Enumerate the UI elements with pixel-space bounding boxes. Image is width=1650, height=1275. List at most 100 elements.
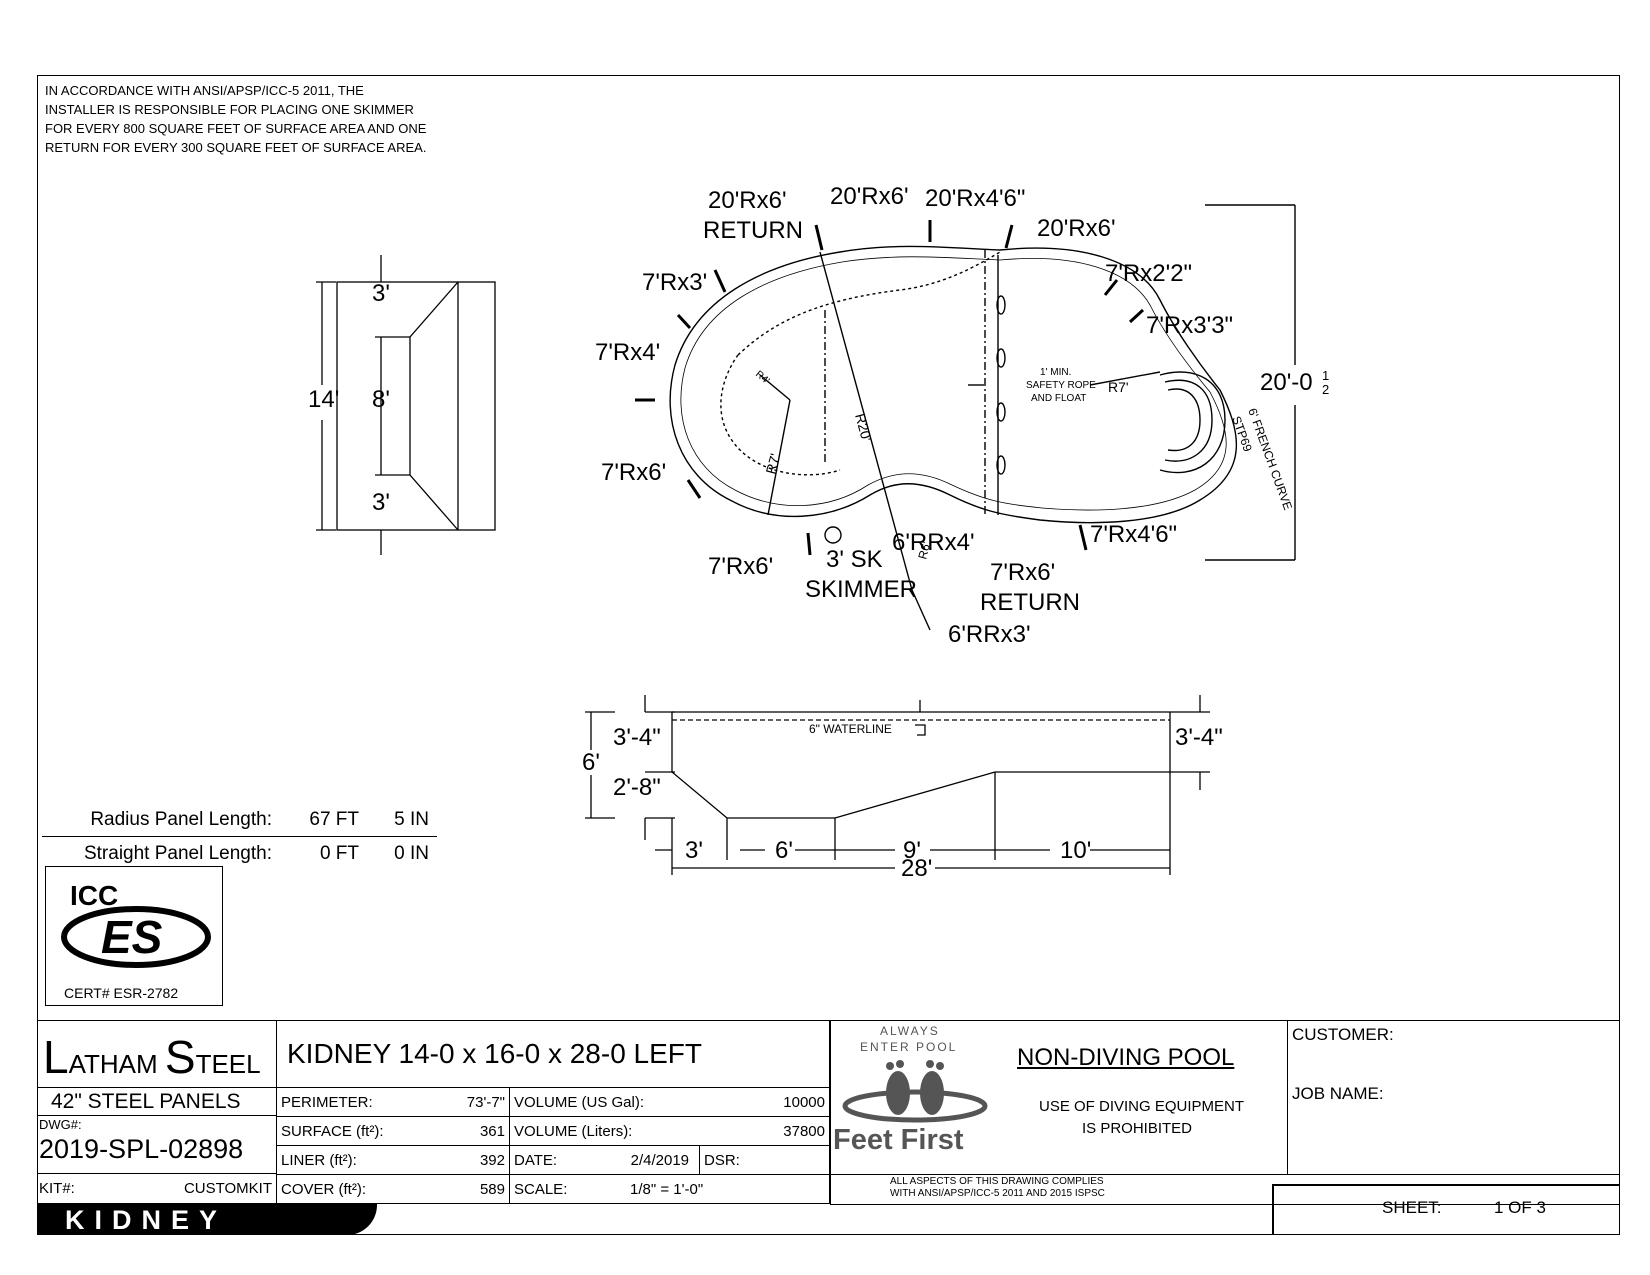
- note-line: FOR EVERY 800 SQUARE FEET OF SURFACE ARE…: [45, 121, 427, 136]
- logo-feet-first: Feet First: [833, 1124, 964, 1156]
- perimeter-label: PERIMETER:: [281, 1094, 373, 1111]
- compliance-line-2: WITH ANSI/APSP/ICC-5 2011 AND 2015 ISPSC: [890, 1188, 1105, 1199]
- label-skimmer: SKIMMER: [805, 576, 917, 603]
- waterline-label: 6" WATERLINE: [809, 722, 892, 736]
- volume-gal-label: VOLUME (US Gal):: [514, 1094, 645, 1111]
- drawing-border: [37, 75, 1620, 1235]
- icc-es-logo: ICC ES CERT# ESR-2782: [45, 866, 223, 1006]
- label-7rx3: 7'Rx3': [642, 269, 707, 296]
- label-7rx46: 7'Rx4'6": [1090, 521, 1177, 548]
- label-return-1: RETURN: [703, 217, 803, 244]
- note-line: RETURN FOR EVERY 300 SQUARE FEET OF SURF…: [45, 140, 427, 155]
- non-diving-label: NON-DIVING POOL: [1017, 1044, 1235, 1071]
- straight-panel-label: Straight Panel Length:: [83, 842, 272, 864]
- label-7rx6-return: 7'Rx6': [990, 559, 1055, 586]
- section-view-diagram: 3'-4" 3'-4" 6' 2'-8" 6" WATERLINE 3' 6' …: [582, 695, 1223, 882]
- logo-enter-pool: ENTER POOL: [860, 1040, 958, 1054]
- note-line: IN ACCORDANCE WITH ANSI/APSP/ICC-5 2011,…: [45, 83, 364, 98]
- radius-panel-label: Radius Panel Length:: [90, 808, 272, 830]
- safety-text-2: SAFETY ROPE: [1026, 380, 1096, 391]
- section-outline: [671, 711, 1171, 819]
- end-top-label: 3': [372, 280, 390, 307]
- label-20rx6-right: 20'Rx6': [1037, 215, 1116, 242]
- kit-value: CUSTOMKIT: [183, 1180, 272, 1197]
- radius-r7b: R7': [1108, 379, 1129, 395]
- cover-value: 589: [479, 1181, 505, 1198]
- straight-panel-ft: 0 FT: [319, 842, 359, 864]
- dwg-cell: DWG#: 2019-SPL-02898: [37, 1116, 277, 1174]
- liner-value: 392: [479, 1152, 505, 1169]
- liner-label: LINER (ft²):: [281, 1152, 357, 1169]
- perimeter-cell: PERIMETER: 73'-7": [277, 1088, 510, 1117]
- volume-liters-value: 37800: [783, 1123, 825, 1140]
- dsr-label: DSR:: [704, 1152, 740, 1169]
- radius-panel-row: Radius Panel Length: 67 FT 5 IN: [42, 803, 437, 837]
- brand-logo: LATHAM STEEL: [43, 1031, 261, 1083]
- es-logo-text: ES: [101, 911, 163, 963]
- radius-panel-ft: 67 FT: [309, 808, 359, 830]
- sheet-label: SHEET:: [1382, 1198, 1442, 1217]
- scale-value: 1/8" = 1'-0": [630, 1181, 704, 1198]
- panel-length-table: Radius Panel Length: 67 FT 5 IN Straight…: [42, 803, 437, 870]
- cover-cell: COVER (ft²): 589: [277, 1175, 510, 1204]
- panels-type: 42" STEEL PANELS: [51, 1090, 241, 1113]
- perimeter-value: 73'-7": [466, 1094, 505, 1111]
- section-seg3: 9': [903, 837, 921, 864]
- safety-text-3: AND FLOAT: [1031, 393, 1086, 404]
- volume-gal-cell: VOLUME (US Gal): 10000: [510, 1088, 830, 1117]
- surface-value: 361: [479, 1123, 505, 1140]
- section-total-length: 28': [901, 855, 932, 882]
- step-label-1: 6' FRENCH CURVE: [1245, 406, 1295, 512]
- kit-label: KIT#:: [39, 1180, 75, 1197]
- kidney-banner-text: KIDNEY: [65, 1205, 228, 1235]
- plan-view-diagram: 20'Rx6' RETURN 20'Rx6' 20'Rx4'6" 20'Rx6'…: [595, 183, 1329, 648]
- panels-type-cell: 42" STEEL PANELS: [37, 1088, 277, 1116]
- kidney-banner: KIDNEY: [37, 1204, 377, 1235]
- section-seg1: 3': [685, 837, 703, 864]
- radius-r4: R4': [753, 369, 771, 387]
- radius-r7a: R7': [762, 452, 783, 476]
- diving-warning-2: IS PROHIBITED: [1082, 1120, 1193, 1137]
- label-6rrx4: 6'RRx4': [892, 529, 975, 556]
- label-7rx6-bottom: 7'Rx6': [708, 553, 773, 580]
- section-seg2: 6': [775, 837, 793, 864]
- logo-always: ALWAYS: [880, 1024, 940, 1038]
- label-6rrx3: 6'RRx3': [948, 621, 1031, 648]
- sheet-value: 1 OF 3: [1494, 1198, 1546, 1217]
- icc-es-logo-mark: ICC ES: [61, 880, 211, 968]
- dwg-label: DWG#:: [39, 1117, 82, 1132]
- section-seg4: 10': [1060, 837, 1091, 864]
- kit-cell: KIT#: CUSTOMKIT: [37, 1174, 277, 1204]
- brand-cell: LATHAM STEEL: [37, 1020, 277, 1088]
- section-total-depth: 6': [582, 749, 600, 776]
- installer-note: IN ACCORDANCE WITH ANSI/APSP/ICC-5 2011,…: [45, 81, 515, 157]
- note-line: INSTALLER IS RESPONSIBLE FOR PLACING ONE…: [45, 102, 414, 117]
- date-label: DATE:: [514, 1152, 558, 1169]
- diving-warning-1: USE OF DIVING EQUIPMENT: [1039, 1098, 1245, 1115]
- volume-liters-cell: VOLUME (Liters): 37800: [510, 1117, 830, 1146]
- icc-logo-text: ICC: [70, 880, 118, 911]
- pool-name-cell: KIDNEY 14-0 x 16-0 x 28-0 LEFT: [277, 1020, 830, 1088]
- title-block: LATHAM STEEL KIDNEY 14-0 x 16-0 x 28-0 L…: [37, 1020, 1620, 1235]
- cert-number: CERT# ESR-2782: [64, 985, 179, 1001]
- end-width-label: 14': [308, 386, 339, 413]
- end-middle-label: 8': [372, 386, 390, 413]
- label-7rx4: 7'Rx4': [595, 339, 660, 366]
- feet-icon: [842, 1060, 988, 1123]
- end-bottom-label: 3': [372, 489, 390, 516]
- straight-panel-row: Straight Panel Length: 0 FT 0 IN: [42, 837, 437, 870]
- scale-label: SCALE:: [514, 1181, 568, 1198]
- dwg-number: 2019-SPL-02898: [39, 1134, 244, 1164]
- radius-r6: R6': [915, 540, 933, 561]
- date-cell: DATE: 2/4/2019: [510, 1146, 700, 1175]
- end-view-diagram: 3' 8' 3' 14': [308, 255, 496, 555]
- pool-outline: [669, 245, 1238, 524]
- label-return-2: RETURN: [980, 589, 1080, 616]
- volume-liters-label: VOLUME (Liters):: [514, 1123, 633, 1140]
- cover-label: COVER (ft²):: [281, 1181, 366, 1198]
- surface-cell: SURFACE (ft²): 361: [277, 1117, 510, 1146]
- radius-panel-in: 5 IN: [394, 808, 429, 830]
- label-20rx6-top: 20'Rx6': [830, 183, 909, 210]
- volume-gal-value: 10000: [783, 1094, 825, 1111]
- scale-cell: SCALE: 1/8" = 1'-0": [510, 1175, 830, 1204]
